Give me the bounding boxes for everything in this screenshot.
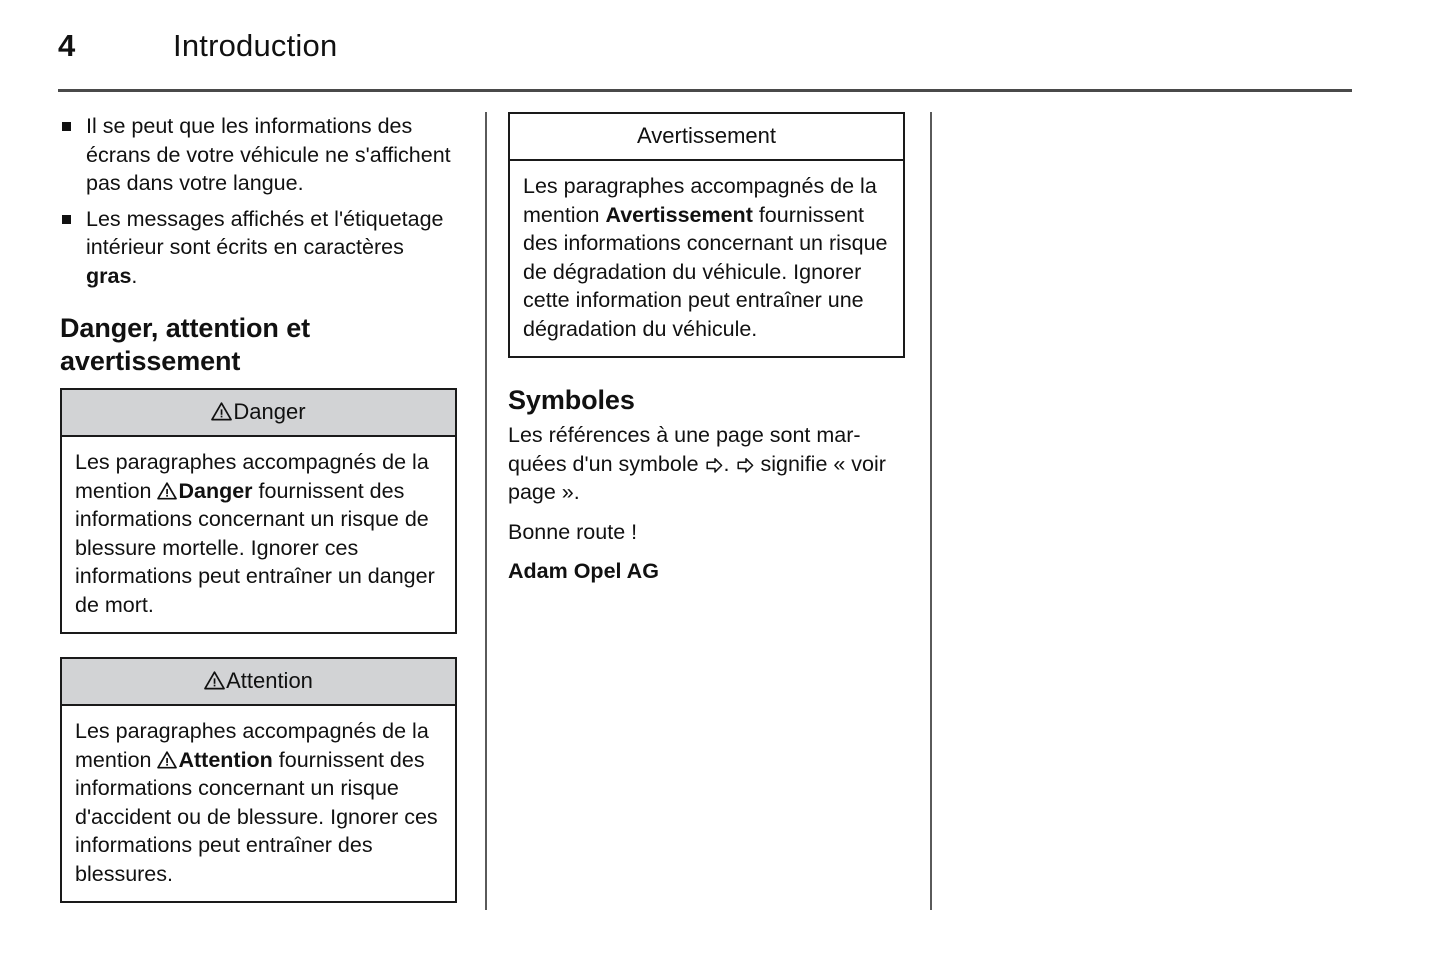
list-item-text-pre: Les messages affichés et l'étiquetage in… (86, 206, 444, 260)
notice-header-attention: Attention (62, 659, 455, 706)
signature: Adam Opel AG (508, 559, 659, 583)
warning-triangle-icon (157, 481, 178, 500)
symboles-text-1: Les références à une page sont mar­quées… (508, 423, 861, 476)
column-divider-2 (930, 112, 932, 910)
section-heading-symboles: Symboles (508, 385, 635, 415)
list-item-text-bold: gras (86, 263, 132, 288)
notice-body-danger: Les paragraphes accompagnés de la mentio… (62, 437, 455, 632)
left-column: Il se peut que les informations des écra… (60, 112, 457, 926)
warning-triangle-icon (211, 402, 233, 421)
chapter-title: Introduction (173, 28, 338, 63)
notice-header-danger: Danger (62, 390, 455, 437)
notice-body-pre: Les paragraphes accompagnés de la mentio… (523, 174, 877, 227)
notice-box-attention: Attention Les paragraphes accompagnés de… (60, 657, 457, 903)
notice-title-danger: Danger (233, 399, 306, 424)
intro-bullet-list: Il se peut que les informations des écra… (60, 112, 457, 290)
symboles-paragraph: Les références à une page sont mar­quées… (508, 421, 905, 507)
notice-body-pre: Les paragraphes accompagnés de la mentio… (75, 450, 429, 503)
column-divider-1 (485, 112, 487, 910)
warning-triangle-icon (204, 671, 225, 690)
notice-title-avertissement: Avertissement (637, 123, 776, 148)
page-header: 4 Introduction (58, 24, 1352, 72)
notice-body-bold: Attention (178, 747, 273, 772)
notice-body-post: four­nissent des informations concer­nan… (523, 202, 888, 341)
closing-line: Bonne route ! (508, 519, 638, 544)
notice-body-pre: Les paragraphes accompagnés de la mentio… (75, 719, 429, 772)
list-item: Il se peut que les informations des écra… (60, 112, 457, 198)
notice-box-avertissement: Avertissement Les paragraphes accompagné… (508, 112, 905, 358)
notice-body-post: fournis­sent des informations concernant… (75, 747, 438, 886)
list-item-text-post: . (131, 263, 138, 288)
notice-body-avertissement: Les paragraphes accompagnés de la mentio… (510, 161, 903, 356)
symboles-text-3: signifie « voir page ». (508, 451, 886, 505)
notice-body-attention: Les paragraphes accompagnés de la mentio… (62, 706, 455, 901)
symboles-text-2: . (723, 451, 736, 476)
square-bullet-icon (62, 122, 71, 131)
list-item: Les messages affichés et l'étiquetage in… (60, 205, 457, 291)
notice-body-bold: Avertissement (605, 202, 753, 227)
hollow-right-arrow-icon (705, 457, 723, 474)
hollow-right-arrow-icon (736, 457, 754, 474)
header-rule (58, 89, 1352, 92)
warning-triangle-icon (157, 750, 178, 769)
notice-header-avertissement: Avertissement (510, 114, 903, 161)
page-number: 4 (58, 28, 76, 63)
section-heading-danger: Danger, attention et avertissement (60, 313, 311, 376)
middle-column: Avertissement Les paragraphes accompagné… (508, 112, 905, 586)
notice-body-bold: Danger (178, 478, 253, 503)
list-item-text: Il se peut que les informations des écra… (86, 114, 451, 195)
notice-body-post: fournis­sent des informations concernant… (75, 478, 435, 617)
notice-title-attention: Attention (226, 668, 313, 693)
square-bullet-icon (62, 214, 71, 224)
notice-box-danger: Danger Les paragraphes accompagnés de la… (60, 388, 457, 634)
